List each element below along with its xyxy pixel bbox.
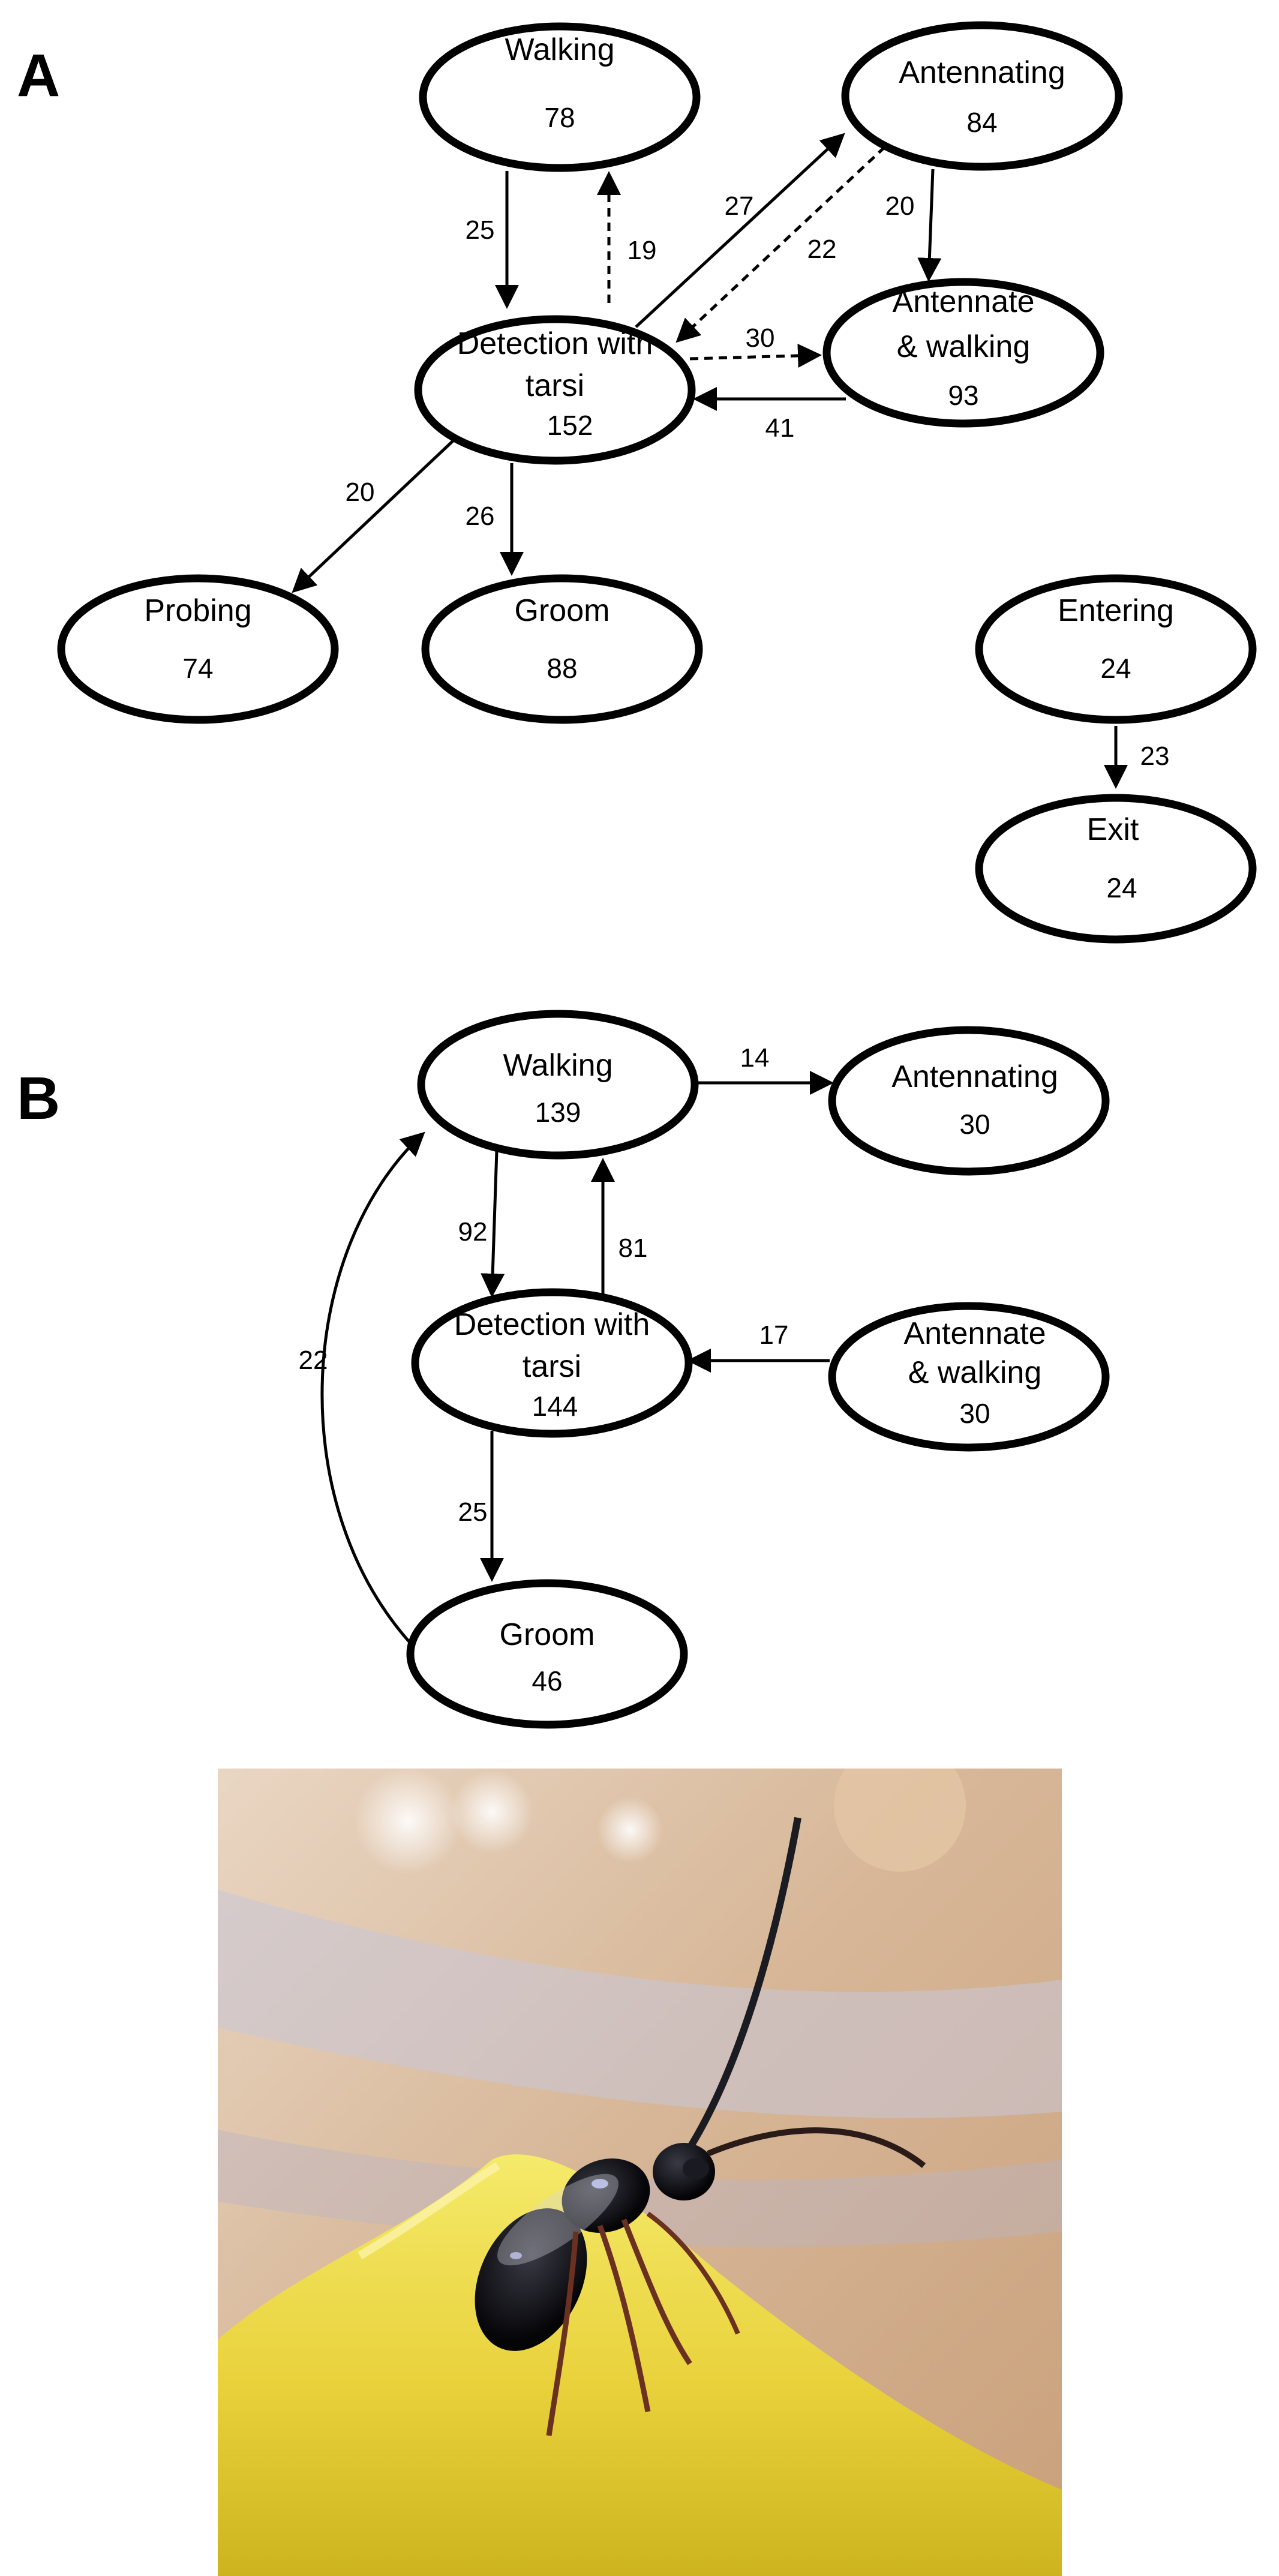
node-b-walking-label: Walking — [503, 1048, 613, 1083]
node-b-antennate-walking-label-line1: Antennate — [903, 1316, 1046, 1351]
node-a-walking-label: Walking — [505, 32, 614, 67]
edge-label-b-walking-detection: 92 — [458, 1217, 488, 1247]
node-a-detection-label-line1: Detection with — [457, 326, 653, 361]
panel-a-edges: 25 19 27 22 20 30 41 20 26 23 — [292, 133, 1170, 789]
edge-a-antennating-to-detection — [675, 146, 886, 343]
node-b-detection-label-line1: Detection with — [454, 1307, 650, 1342]
node-a-groom-count: 88 — [547, 653, 577, 684]
node-b-walking-count: 139 — [535, 1097, 581, 1128]
node-a-detection: Detection with tarsi 152 — [414, 315, 696, 465]
wasp-photo — [218, 1769, 1062, 2576]
edge-label-b-detection-groom: 25 — [458, 1497, 488, 1527]
node-a-exit-label: Exit — [1087, 812, 1139, 847]
panel-a-nodes: Walking 78 Antennating 84 Detection with… — [57, 21, 1257, 944]
panel-a-letter: A — [17, 42, 60, 109]
node-b-groom-label: Groom — [500, 1617, 595, 1652]
panel-b-edges: 14 92 81 17 25 22 — [299, 1043, 834, 1645]
edge-b-walking-to-detection — [481, 1150, 505, 1298]
edge-label-b-detection-walking: 81 — [619, 1233, 648, 1263]
edge-label-a-detection-groom: 26 — [466, 502, 495, 531]
node-b-detection: Detection with tarsi 144 — [411, 1288, 693, 1438]
edge-a-detection-to-probing — [292, 440, 454, 593]
node-b-walking: Walking 139 — [417, 1010, 699, 1160]
edge-label-a-entering-exit: 23 — [1140, 741, 1170, 771]
node-a-detection-label-line2: tarsi — [526, 368, 584, 403]
edge-a-antennating-to-antennate-walking — [917, 169, 942, 282]
edge-label-a-detection-walking: 19 — [628, 236, 657, 265]
node-b-antennate-walking: Antennate & walking 30 — [828, 1302, 1110, 1452]
node-a-exit: Exit 24 — [975, 794, 1257, 944]
node-b-antennating-count: 30 — [959, 1109, 990, 1140]
edge-label-b-groom-walking: 22 — [299, 1346, 328, 1375]
edge-label-a-antennating-antennate-walking: 20 — [885, 191, 915, 221]
edge-label-a-antennating-detection: 22 — [807, 235, 837, 264]
node-a-detection-count: 152 — [547, 410, 593, 441]
edge-a-detection-to-antennating — [635, 133, 845, 328]
node-b-groom: Groom 46 — [406, 1579, 688, 1729]
node-b-antennating-label: Antennating — [891, 1059, 1058, 1094]
node-a-walking-count: 78 — [544, 102, 575, 133]
node-a-probing: Probing 74 — [57, 574, 339, 724]
node-b-antennate-walking-label-line2: & walking — [908, 1355, 1042, 1390]
edge-b-groom-to-walking — [320, 1131, 425, 1645]
edge-label-a-antennate-walking-detection: 41 — [765, 413, 795, 443]
node-a-antennating: Antennating 84 — [841, 21, 1123, 171]
panel-b-letter: B — [17, 1065, 60, 1132]
node-a-entering: Entering 24 — [975, 574, 1257, 724]
edge-label-b-walking-antennating: 14 — [740, 1043, 770, 1073]
node-a-entering-label: Entering — [1058, 593, 1174, 628]
node-a-entering-count: 24 — [1100, 653, 1131, 684]
node-a-antennate-walking-count: 93 — [948, 380, 978, 411]
node-a-groom: Groom 88 — [421, 574, 703, 724]
node-a-antennate-walking-label-line2: & walking — [897, 329, 1031, 364]
node-b-groom-count: 46 — [532, 1665, 562, 1697]
node-a-groom-label: Groom — [515, 593, 610, 628]
edge-label-a-walking-detection: 25 — [466, 215, 495, 245]
node-a-antennating-label: Antennating — [899, 55, 1065, 90]
node-a-probing-label: Probing — [144, 593, 251, 628]
edge-a-detection-to-antennate-walking — [689, 343, 822, 368]
node-a-antennate-walking-label-line1: Antennate — [892, 284, 1034, 319]
edge-label-b-antennate-walking-detection: 17 — [759, 1320, 789, 1350]
node-b-detection-count: 144 — [532, 1391, 578, 1422]
node-a-antennate-walking: Antennate & walking 93 — [822, 278, 1104, 428]
edge-label-a-detection-probing: 20 — [346, 478, 375, 507]
node-a-probing-count: 74 — [182, 653, 213, 684]
node-b-antennating: Antennating 30 — [828, 1026, 1110, 1176]
node-a-exit-count: 24 — [1106, 872, 1137, 903]
node-b-antennate-walking-count: 30 — [959, 1398, 990, 1429]
node-a-antennating-count: 84 — [966, 107, 997, 138]
panel-b-nodes: Walking 139 Antennating 30 Detection wit… — [406, 1010, 1110, 1729]
edge-label-a-detection-antennate-walking: 30 — [746, 323, 775, 353]
node-a-walking: Walking 78 — [419, 22, 701, 172]
edge-label-a-detection-antennating: 27 — [725, 191, 754, 221]
node-b-detection-label-line2: tarsi — [523, 1349, 581, 1384]
